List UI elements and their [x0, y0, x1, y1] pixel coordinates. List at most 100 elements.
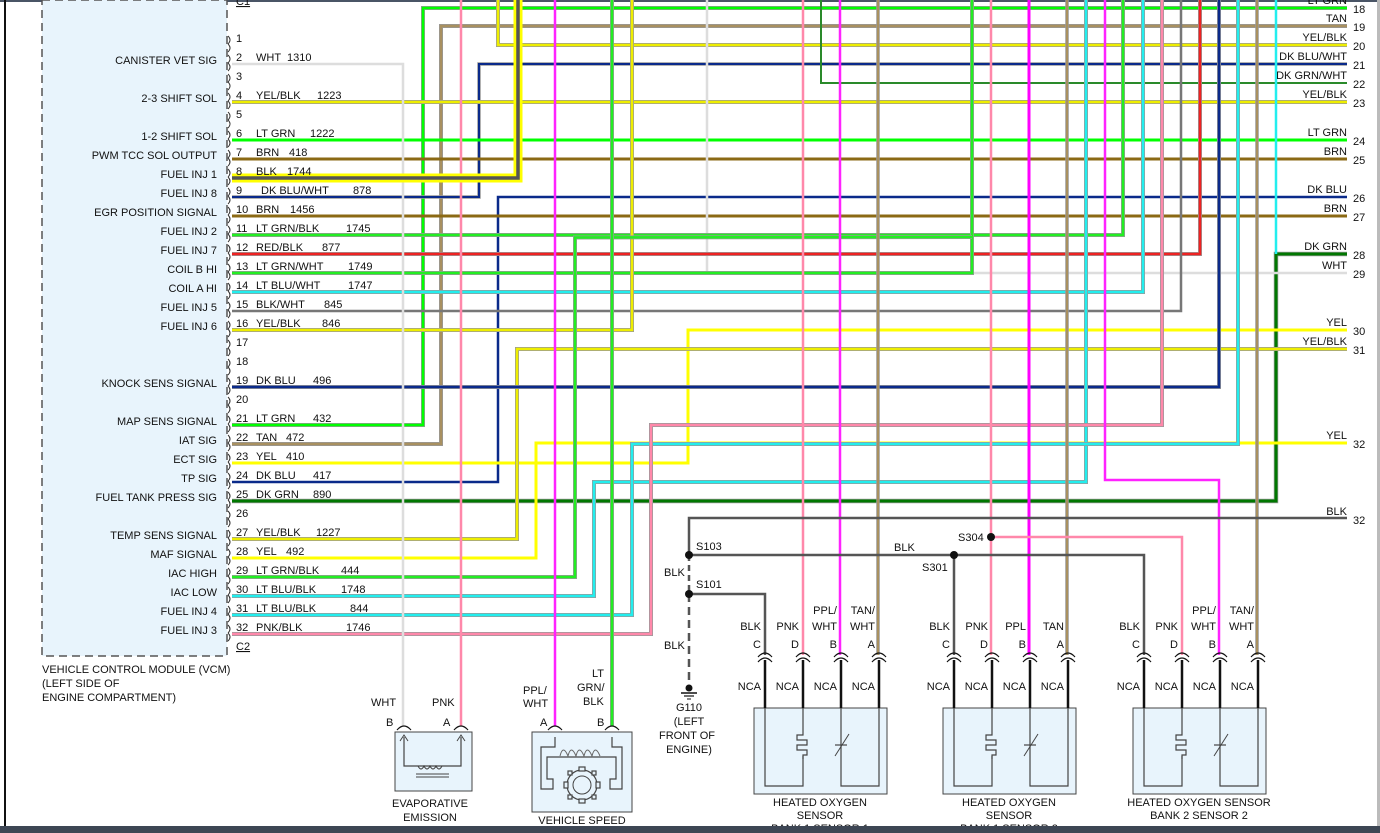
ho2s-box [753, 707, 888, 795]
splice-s304-label: S304 [958, 532, 984, 544]
ho2s-box [942, 707, 1077, 795]
pin-number: 3 [236, 71, 242, 83]
pin-number: 14 [236, 280, 248, 292]
wire-inj2-lt-grn-blk [232, 0, 1125, 237]
vss-gear-teeth [563, 766, 601, 804]
pin-circuit-number: 877 [322, 242, 340, 254]
pin-terminal-icon [227, 54, 231, 72]
ho2s-wire-label-1: PPL/ [1192, 605, 1217, 617]
pin-wire-color: YEL [256, 451, 277, 463]
pin-number: 1 [236, 33, 242, 45]
blk-label-lower: BLK [664, 640, 685, 652]
pin-signal-name: FUEL TANK PRESS SIG [96, 492, 217, 504]
variable-resistor-arrow-icon [1023, 733, 1039, 757]
pin-wire-color: DK GRN [256, 489, 299, 501]
pin-signal-name: PWM TCC SOL OUTPUT [92, 150, 218, 162]
scrollbar[interactable] [1377, 0, 1380, 826]
vcm-pin-1: 1 [227, 33, 242, 53]
right-wire-color: YEL/BLK [1302, 32, 1347, 44]
pin-wire-color: LT GRN/BLK [256, 223, 320, 235]
ho2s-nca-label: NCA [776, 681, 800, 693]
vcm-pin-17: 17 [227, 337, 248, 357]
right-wire-color: BRN [1324, 203, 1347, 215]
pin-circuit-number: 418 [289, 147, 307, 159]
ho2s-wire-label-2: BLK [1119, 621, 1140, 633]
pin-wire-color: LT BLU/WHT [256, 280, 321, 292]
wire-knock-dk-blu [232, 0, 1221, 389]
ho2s-connector-icon [984, 652, 1000, 663]
blk-label-upper: BLK [664, 567, 685, 579]
right-pin-number: 20 [1353, 41, 1365, 53]
pin-signal-name: IAC HIGH [168, 568, 217, 580]
splice-s304-dot [987, 533, 995, 541]
wire-fuel-tank-dk-grn [232, 252, 1347, 503]
ho2s-pin-letter: B [1209, 639, 1216, 651]
pin-circuit-number: 878 [353, 185, 371, 197]
pin-wire-color: BRN [256, 147, 279, 159]
right-pin-number: 29 [1353, 269, 1365, 281]
pnk-wire-s304-ho2s3 [991, 535, 1184, 655]
right-wire-color: YEL [1326, 317, 1347, 329]
pin-number: 31 [236, 603, 248, 615]
pin-wire-color: RED/BLK [256, 242, 304, 254]
ho2s-heater-circuit [1143, 708, 1183, 787]
pin-circuit-number: 444 [341, 565, 359, 577]
pin-terminal-icon [227, 111, 231, 129]
ho2s-pin-letter: D [791, 639, 799, 651]
pin-wire-color: TAN [256, 432, 277, 444]
right-pin-number: 26 [1353, 193, 1365, 205]
ho2s-name-line: HEATED OXYGEN [773, 797, 867, 809]
vcm-pin-18: 18 [227, 356, 248, 376]
pin-terminal-icon [227, 453, 231, 471]
ho2s-wire-label-2: WHT [1229, 621, 1254, 633]
vss-pin-b: B [597, 717, 604, 729]
wire-ho2s3-ppl-wht [1103, 0, 1221, 655]
pin-terminal-icon [227, 149, 231, 167]
ho2s-connector-icon [833, 652, 849, 663]
pin-terminal-icon [227, 434, 231, 452]
pin-wire-color: DK BLU/WHT [261, 185, 329, 197]
pin-terminal-icon [227, 339, 231, 357]
ho2s-wire-label-2: PNK [1155, 621, 1178, 633]
pin-signal-name: 1-2 SHIFT SOL [141, 131, 217, 143]
ho2s-connector-icon [1136, 652, 1152, 663]
pin-number: 10 [236, 204, 248, 216]
pin-signal-name: CANISTER VET SIG [115, 55, 217, 67]
pin-signal-name: COIL B HI [167, 264, 217, 276]
pin-terminal-icon [227, 35, 231, 53]
wire-iac-high-lt-grn-blk-outline [232, 235, 973, 579]
pin-circuit-number: 1744 [287, 166, 311, 178]
ho2s-nca-label: NCA [1155, 681, 1179, 693]
pin-number: 4 [236, 90, 242, 102]
wire-inj1-blk[interactable] [232, 0, 520, 180]
pin-circuit-number: 410 [286, 451, 304, 463]
pin-terminal-icon [227, 244, 231, 262]
ground-dot [685, 684, 693, 692]
pin-number: 16 [236, 318, 248, 330]
pin-signal-name: FUEL INJ 8 [161, 188, 217, 200]
pin-wire-color: YEL [256, 546, 277, 558]
pin-terminal-icon [227, 320, 231, 338]
vss-pin-a: A [540, 717, 548, 729]
evap-wire-a-label: PNK [432, 697, 455, 709]
ho2s-wire-label-1: TAN/ [851, 605, 876, 617]
pin-signal-name: IAT SIG [179, 435, 217, 447]
evap-wire-b-label: WHT [371, 697, 396, 709]
pin-number: 2 [236, 52, 242, 64]
pin-circuit-number: 1745 [346, 223, 370, 235]
ho2s-nca-label: NCA [738, 681, 762, 693]
right-pin-number: 22 [1353, 79, 1365, 91]
blk-wire-s101-ho2s1 [689, 592, 767, 655]
pin-number: 24 [236, 470, 248, 482]
evap-arrow-a [456, 734, 466, 742]
pin-circuit-number: 1749 [348, 261, 372, 273]
